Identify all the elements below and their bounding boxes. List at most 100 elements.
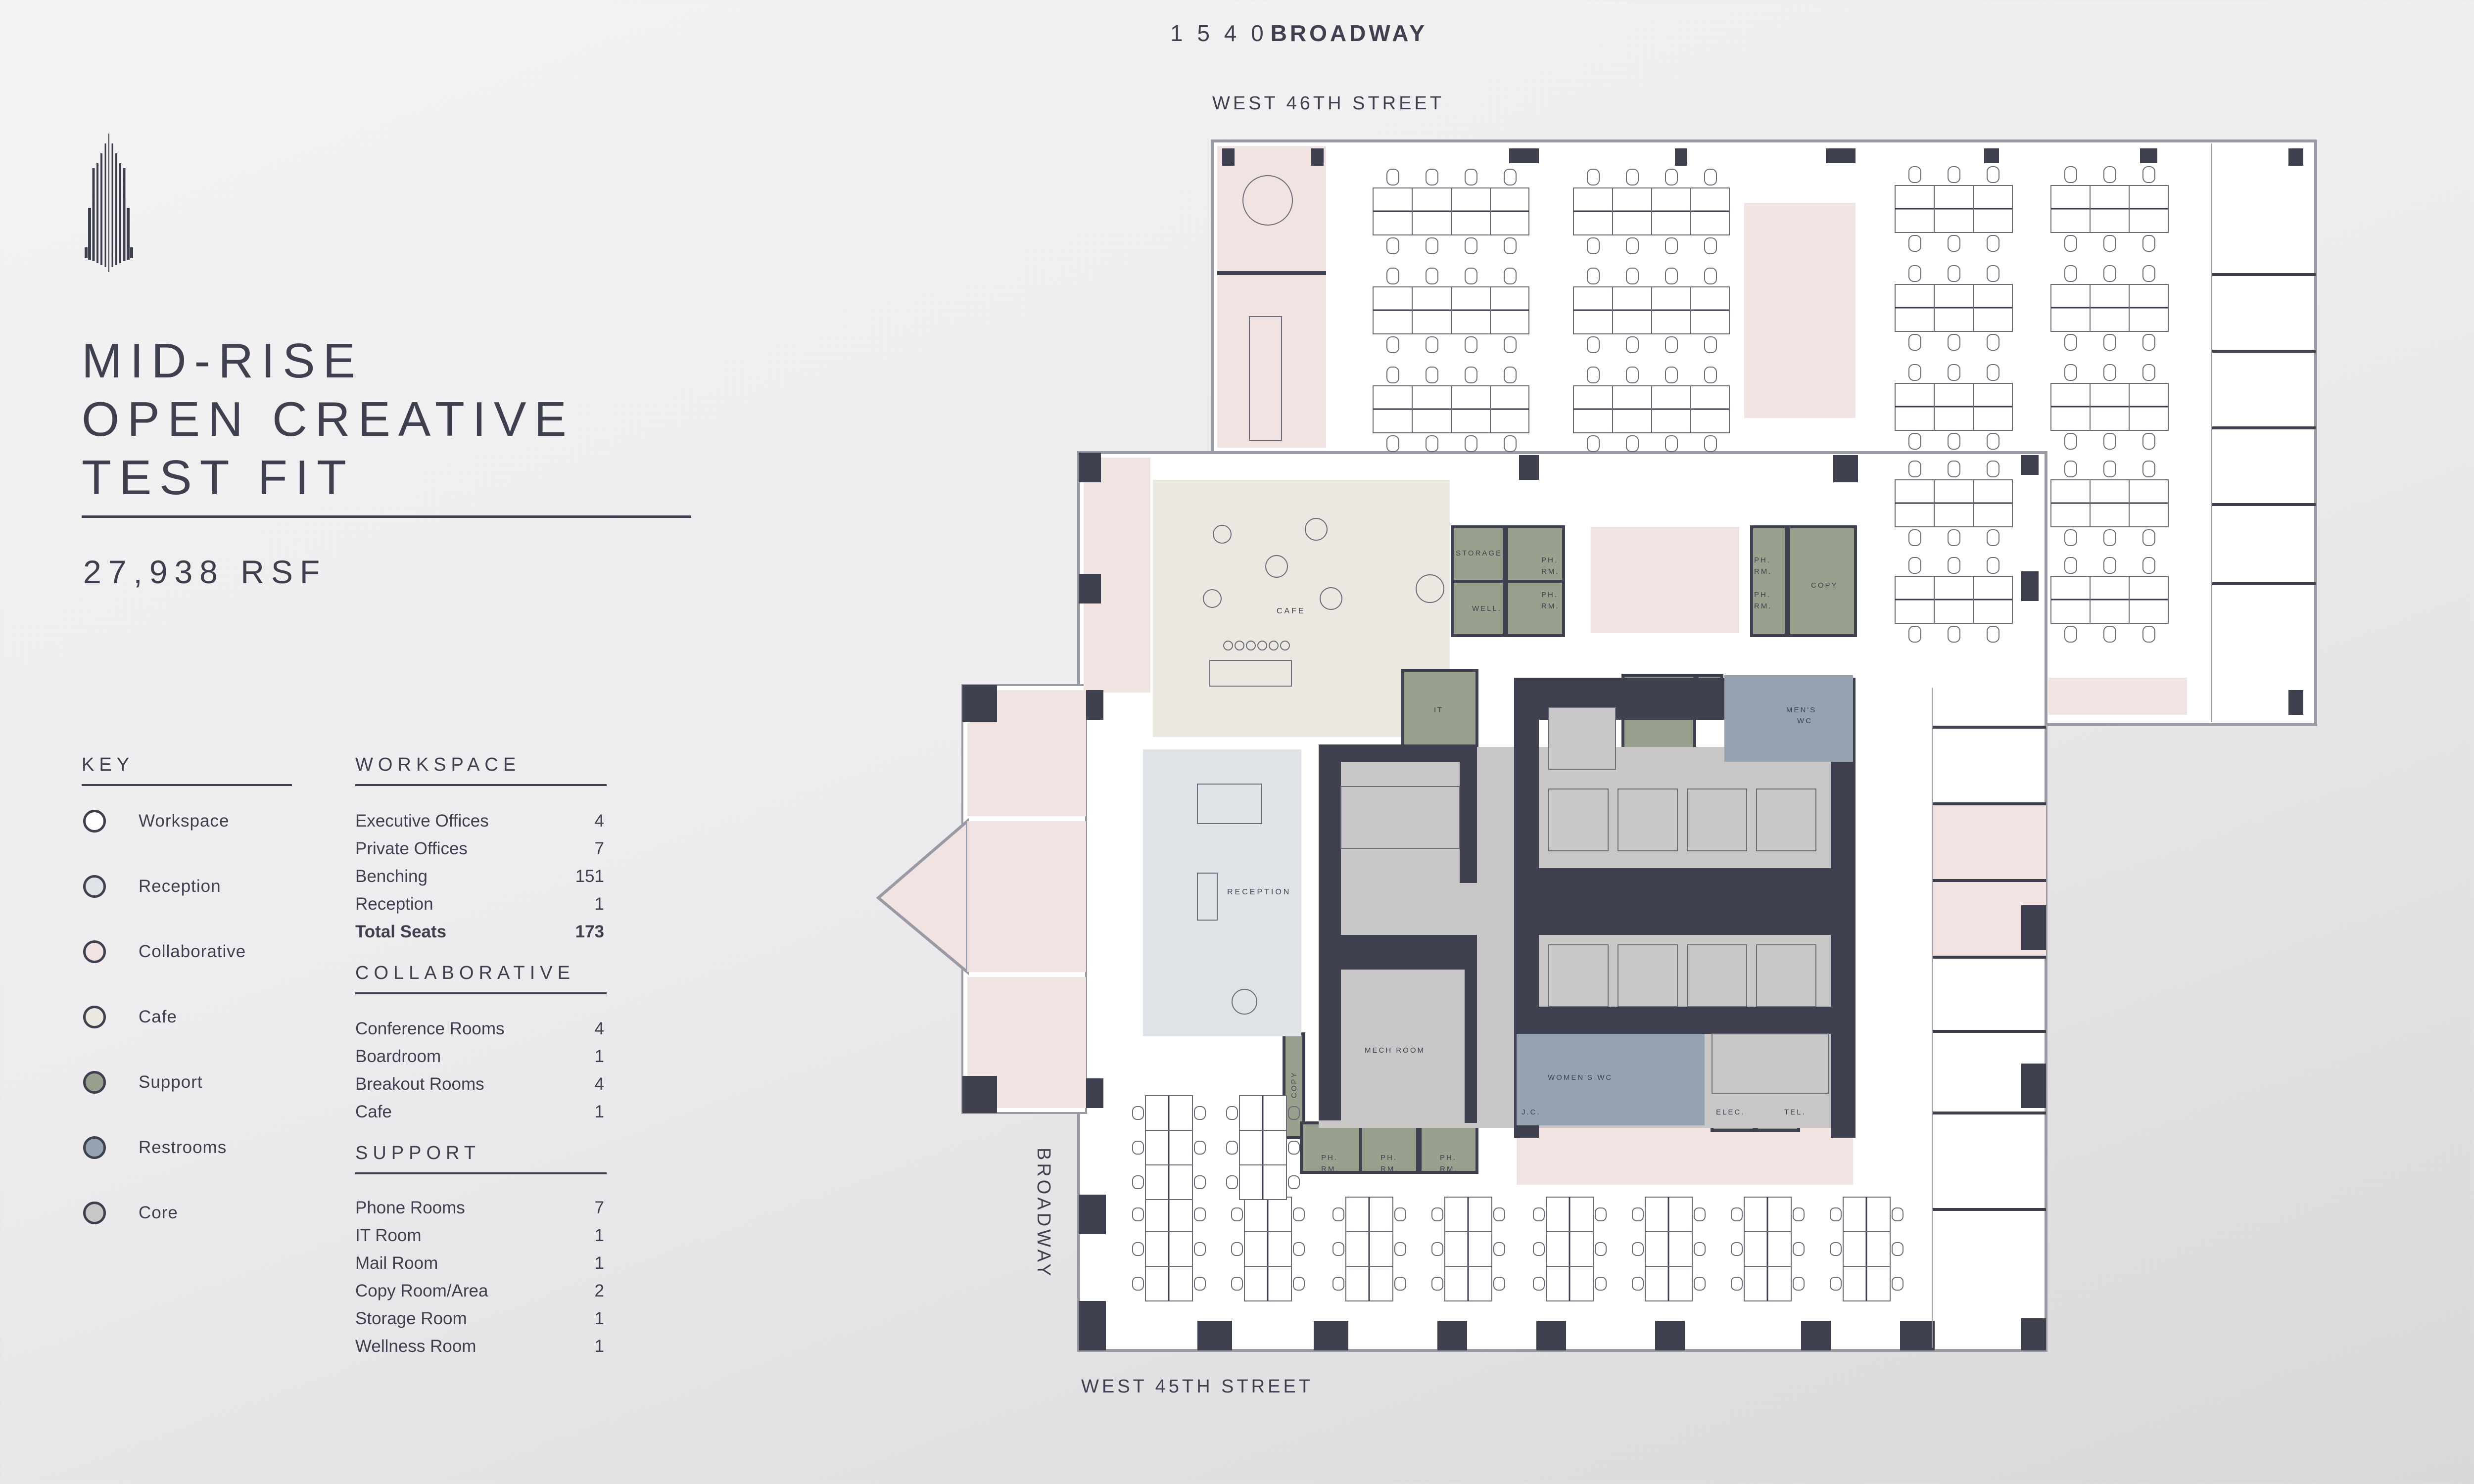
title-line-3: TEST FIT xyxy=(82,450,354,505)
row-value: 1 xyxy=(594,894,604,914)
phone-room-label: PH. xyxy=(1754,556,1771,564)
row-value: 7 xyxy=(594,839,604,858)
workspace-divider xyxy=(355,784,607,786)
title-line-1: MID-RISE xyxy=(82,333,363,388)
copy-label: COPY xyxy=(1290,1071,1298,1098)
summary-row: Private Offices 7 xyxy=(355,835,604,863)
phone-room-label: PH. xyxy=(1380,1154,1397,1162)
row-value: 4 xyxy=(594,811,604,831)
row-label: Private Offices xyxy=(355,839,468,858)
elec-label: ELEC. xyxy=(1716,1108,1745,1116)
key-item-core: Core xyxy=(83,1198,178,1228)
phone-room-label: RM. xyxy=(1754,567,1772,576)
elevator-lobby-label: LOBBY xyxy=(1655,904,1687,912)
mens-wc-label: MEN'S xyxy=(1786,706,1816,714)
phone-room-label: PH. xyxy=(1541,591,1558,599)
swatch-workspace-icon xyxy=(83,810,106,833)
summary-row: Reception 1 xyxy=(355,890,604,918)
phone-room-label: RM. xyxy=(1541,602,1560,610)
key-item-cafe: Cafe xyxy=(83,1002,177,1032)
swatch-support-icon xyxy=(83,1071,106,1094)
row-label: Storage Room xyxy=(355,1309,467,1328)
collaborative-zones xyxy=(967,146,2187,1185)
elec-label: ELEC. xyxy=(1642,712,1670,720)
swatch-restrooms-icon xyxy=(83,1136,106,1159)
collaborative-divider xyxy=(355,992,607,994)
phone-room-label: RM. xyxy=(1440,1165,1458,1173)
phone-room-label: PH. xyxy=(1321,1154,1338,1162)
key-item-workspace: Workspace xyxy=(83,806,229,836)
womens-wc-label: WOMEN'S WC xyxy=(1548,1073,1613,1082)
swatch-core-icon xyxy=(83,1202,106,1224)
address-street: BROADWAY xyxy=(1270,20,1427,46)
row-label: Conference Rooms xyxy=(355,1019,505,1038)
row-label: Wellness Room xyxy=(355,1337,476,1356)
reception-label: RECEPTION xyxy=(1227,888,1291,896)
title-divider xyxy=(82,515,691,518)
row-label: Copy Room/Area xyxy=(355,1281,488,1300)
row-label: Benching xyxy=(355,867,428,886)
swatch-collaborative-icon xyxy=(83,940,106,963)
summary-row: Mail Room 1 xyxy=(355,1250,604,1277)
phone-room-label: RM. xyxy=(1380,1165,1399,1173)
row-value: 2 xyxy=(594,1281,604,1300)
it-label: IT xyxy=(1434,706,1443,714)
row-value: 1 xyxy=(594,1253,604,1273)
page-title: MID-RISE OPEN CREATIVE TEST FIT xyxy=(82,331,574,507)
row-label: Reception xyxy=(355,894,433,914)
row-value: 4 xyxy=(594,1019,604,1038)
title-line-2: OPEN CREATIVE xyxy=(82,392,574,446)
phone-room-label: PH. xyxy=(1541,556,1558,564)
key-item-restrooms: Restrooms xyxy=(83,1133,227,1162)
building-logo-icon xyxy=(85,134,133,272)
cafe-label: CAFE xyxy=(1277,607,1306,615)
row-label: Executive Offices xyxy=(355,811,489,831)
key-label: Cafe xyxy=(139,1007,177,1026)
row-value: 173 xyxy=(575,922,604,941)
summary-row: Breakout Rooms 4 xyxy=(355,1070,604,1098)
tel-label: TEL. xyxy=(1698,686,1720,695)
row-value: 1 xyxy=(594,1102,604,1121)
wellness-label: WELL. xyxy=(1472,604,1502,613)
summary-row: Storage Room 1 xyxy=(355,1305,604,1333)
copy-label: COPY xyxy=(1811,581,1838,590)
storage-label: STORAGE xyxy=(1456,549,1502,557)
row-label: Mail Room xyxy=(355,1253,438,1273)
reception-zone xyxy=(1143,749,1301,1036)
key-item-support: Support xyxy=(83,1067,203,1097)
phone-room-label: PH. xyxy=(1754,591,1771,599)
key-label: Reception xyxy=(139,877,221,896)
row-value: 1 xyxy=(594,1309,604,1328)
key-label: Restrooms xyxy=(139,1138,227,1157)
restroom-zones xyxy=(1517,675,1853,1125)
street-label-north: WEST 46TH STREET xyxy=(1212,93,1445,114)
key-heading: KEY xyxy=(82,754,135,775)
street-label-south: WEST 45TH STREET xyxy=(1081,1376,1314,1397)
elevator-lobby-label: ELEVATOR xyxy=(1649,893,1699,901)
mens-wc-label: WC xyxy=(1797,717,1812,725)
summary-row: Conference Rooms 4 xyxy=(355,1015,604,1043)
phone-room-label: RM. xyxy=(1754,602,1772,610)
elec-label: ELEC. xyxy=(1423,755,1451,764)
row-value: 1 xyxy=(594,1226,604,1245)
key-divider xyxy=(82,784,292,786)
jc-label: J.C. xyxy=(1522,1108,1541,1116)
support-heading: SUPPORT xyxy=(355,1143,481,1163)
summary-row: Copy Room/Area 2 xyxy=(355,1277,604,1305)
phone-room-label: RM. xyxy=(1541,567,1560,576)
row-value: 7 xyxy=(594,1198,604,1217)
row-label: Boardroom xyxy=(355,1047,441,1066)
collaborative-heading: COLLABORATIVE xyxy=(355,963,575,983)
key-item-reception: Reception xyxy=(83,872,221,901)
row-value: 4 xyxy=(594,1074,604,1094)
row-label: IT Room xyxy=(355,1226,422,1245)
address-number: 1 5 4 0 xyxy=(1170,20,1268,46)
swatch-cafe-icon xyxy=(83,1006,106,1028)
structural-columns xyxy=(962,148,2303,1350)
row-label: Cafe xyxy=(355,1102,392,1121)
row-label: Breakout Rooms xyxy=(355,1074,484,1094)
